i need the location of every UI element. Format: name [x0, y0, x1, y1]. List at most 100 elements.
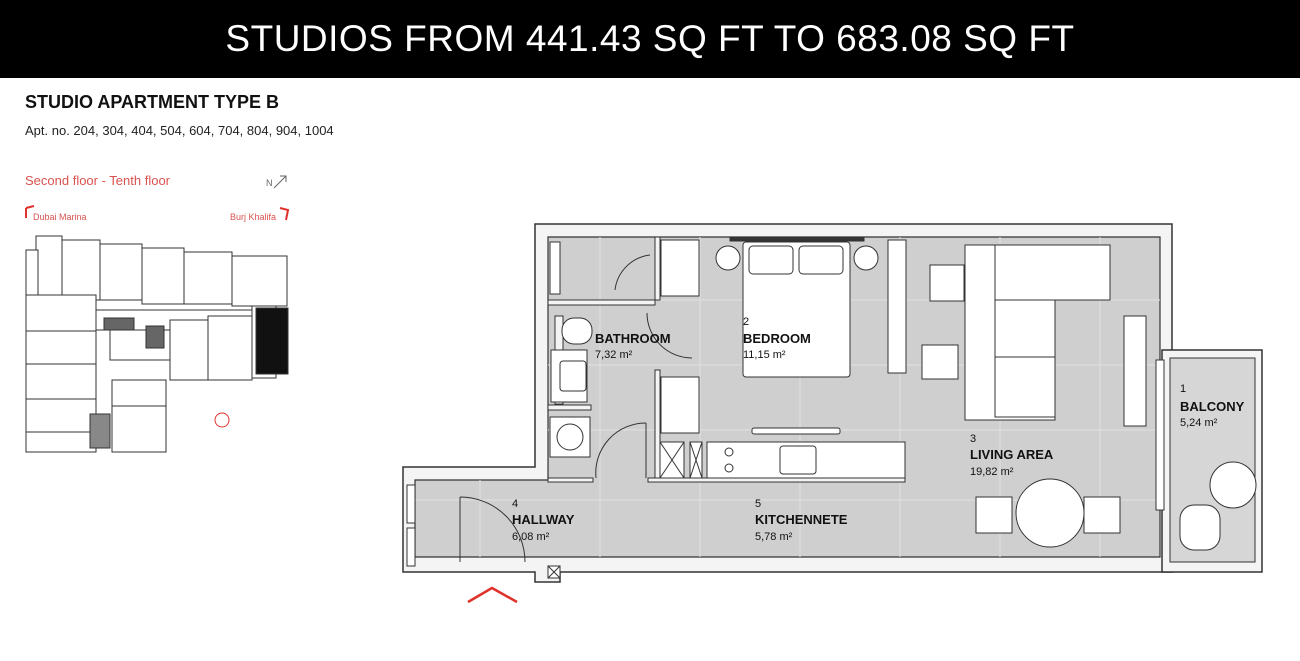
plan-line [35, 235, 63, 297]
balcony-table [1209, 461, 1257, 509]
nightstand [715, 245, 741, 271]
room-name: HALLWAY [512, 512, 575, 527]
view-dubai-marina: Dubai Marina [33, 212, 87, 222]
entrance-arrow-icon [467, 586, 518, 604]
room-area: 19,82 m² [970, 466, 1014, 478]
banner-text: STUDIOS FROM 441.43 SQ FT TO 683.08 SQ F… [225, 18, 1075, 59]
toilet [561, 317, 593, 345]
plan-line [103, 317, 135, 331]
room-area: 5,78 m² [755, 531, 793, 543]
room-name: BALCONY [1180, 399, 1245, 414]
plan-line [459, 254, 693, 579]
plan-line [547, 565, 561, 579]
north-label: N [266, 178, 273, 188]
plan-line [994, 356, 1056, 418]
banner: STUDIOS FROM 441.43 SQ FT TO 683.08 SQ F… [0, 0, 1300, 78]
plan-line [547, 477, 594, 483]
plan-line [406, 236, 1257, 579]
plan-line [207, 315, 253, 381]
plan-line [654, 236, 661, 301]
plan-line [169, 319, 209, 381]
room-name: BATHROOM [595, 331, 671, 346]
room-area: 7,32 m² [595, 349, 633, 361]
highlighted-unit [255, 307, 289, 375]
plan-line [99, 243, 143, 301]
shower [549, 241, 561, 295]
plan-line [556, 423, 584, 451]
plan-line [145, 325, 165, 349]
plan-line [994, 244, 1111, 301]
plan-line [748, 245, 794, 275]
view-marker-right [279, 207, 290, 221]
room-area: 6,08 m² [512, 531, 550, 543]
view-marker-left [25, 205, 35, 218]
room-number: 5 [755, 498, 761, 510]
plan-line [406, 484, 416, 524]
plan-line [659, 441, 685, 479]
balcony-window [1155, 359, 1165, 511]
plan-line [547, 404, 592, 411]
plan-line [559, 360, 587, 392]
tv [751, 427, 841, 435]
room-number: 2 [743, 316, 749, 328]
plan-line [25, 294, 97, 332]
plan-line [89, 413, 111, 449]
chair [975, 496, 1013, 534]
plan-line [25, 330, 97, 365]
plan-line [654, 369, 661, 481]
chair [1083, 496, 1121, 534]
room-area: 5,24 m² [1180, 417, 1218, 429]
plan-line [231, 255, 288, 307]
plan-line [25, 363, 97, 400]
sink [779, 445, 817, 475]
apartment-numbers: Apt. no. 204, 304, 404, 504, 604, 704, 8… [25, 123, 334, 138]
plan-line [406, 527, 416, 567]
room-number: 1 [1180, 383, 1186, 395]
nightstand [853, 245, 879, 271]
wardrobe [660, 239, 700, 297]
view-burj-khalifa: Burj Khalifa [230, 212, 277, 222]
room-name: BEDROOM [743, 331, 811, 346]
plan-line [25, 249, 39, 296]
floor-range: Second floor - Tenth floor [25, 173, 171, 188]
room-name: KITCHENNETE [755, 512, 848, 527]
bed [742, 241, 851, 378]
plan-line [111, 405, 167, 453]
room-number: 4 [512, 498, 518, 510]
plan-line [547, 299, 656, 306]
plan-line [724, 463, 734, 473]
plan-line [994, 299, 1056, 358]
wardrobe [887, 239, 907, 374]
plan-line [798, 245, 844, 275]
plan-title: STUDIO APARTMENT TYPE B [25, 92, 280, 112]
bathroom-door-swing [595, 422, 647, 479]
plan-line [689, 441, 703, 479]
plan-line [111, 379, 167, 407]
entrance-door-swing [459, 496, 526, 563]
room-labels: 1 BALCONY 5,24 m² 2 BEDROOM 11,15 m² 3 L… [512, 316, 1245, 543]
plan-line [25, 398, 97, 433]
key-plan [25, 175, 290, 453]
room-number: 3 [970, 433, 976, 445]
plan-line [729, 236, 865, 242]
wardrobe [660, 376, 700, 434]
plan-line [61, 239, 101, 301]
plan-line [183, 251, 233, 305]
plan-line [25, 431, 97, 453]
room-area: 11,15 m² [743, 349, 786, 361]
plan-line [214, 412, 230, 428]
bathroom-inner-door [646, 312, 693, 359]
plan-line [141, 247, 185, 305]
balcony-chair [1179, 504, 1221, 551]
chair [921, 344, 959, 380]
plan-line [647, 477, 906, 483]
plan-line [614, 254, 651, 291]
room-name: LIVING AREA [970, 447, 1054, 462]
north-arrow-icon [273, 175, 287, 189]
dining-table [1015, 478, 1085, 548]
apartment-plan [402, 223, 1263, 604]
plan-line [724, 447, 734, 457]
armchair [929, 264, 965, 302]
tv-unit [1123, 315, 1147, 427]
